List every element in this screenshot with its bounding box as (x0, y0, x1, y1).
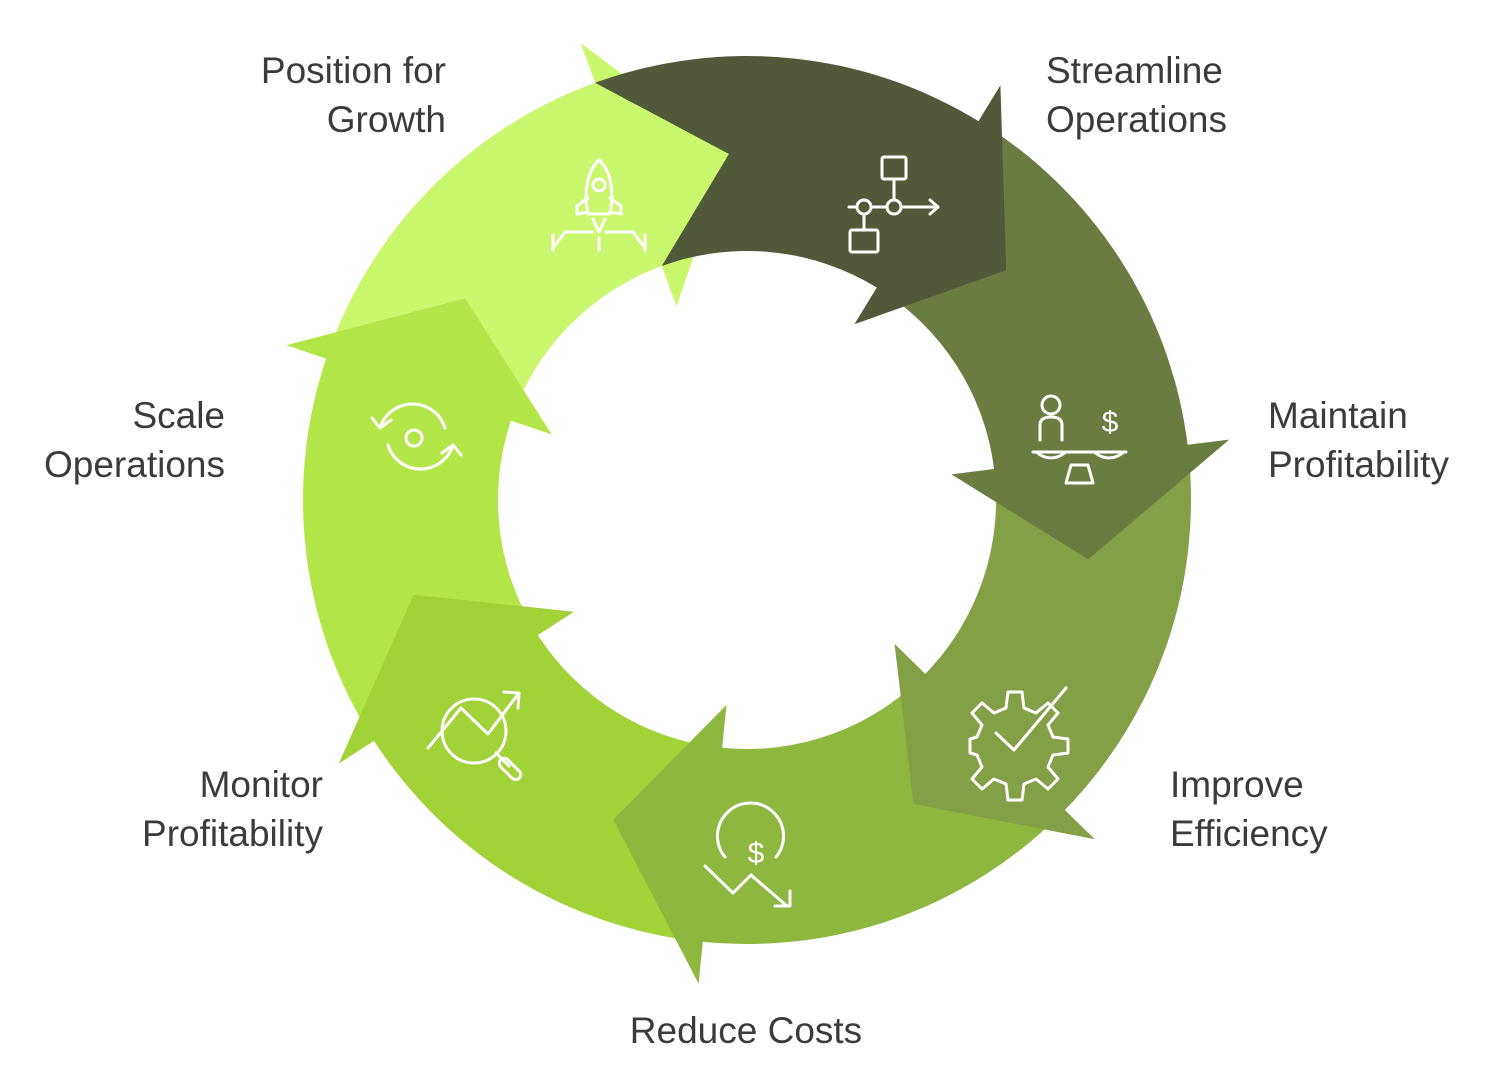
rocket-icon (551, 158, 647, 252)
cycle-arrow-streamline (595, 55, 1007, 325)
label-line: Growth (326, 99, 446, 140)
label-line: Operations (44, 444, 225, 485)
balance-scale-icon: $ (1031, 394, 1128, 485)
label-line: Maintain (1268, 395, 1408, 436)
cycle-arrow-scale (286, 298, 552, 741)
label-line: Scale (132, 395, 225, 436)
cycle-arrow-maintain (876, 121, 1230, 560)
step-label-position-for-growth: Position for Growth (261, 46, 446, 144)
label-line: Improve (1170, 764, 1304, 805)
trend-search-icon (426, 690, 523, 782)
label-line: Operations (1046, 99, 1227, 140)
label-line: Reduce Costs (629, 1010, 863, 1051)
label-line: Position for (260, 50, 446, 91)
label-line: Streamline (1046, 50, 1223, 91)
dollar-sign: $ (1102, 406, 1119, 439)
cycle-arrow-segments (286, 43, 1230, 984)
label-line: Efficiency (1170, 813, 1328, 854)
workflow-icon (847, 155, 940, 254)
refresh-cycle-icon (370, 402, 463, 471)
cycle-arrow-reduce (613, 673, 1065, 984)
cycle-arrow-monitor (338, 594, 723, 942)
gear-check-icon (968, 686, 1070, 802)
dollar-sign: $ (748, 837, 765, 870)
label-line: Profitability (1268, 444, 1449, 485)
step-label-reduce-costs: Reduce Costs (596, 1006, 896, 1055)
dollar-decrease-icon: $ (703, 801, 792, 908)
step-label-improve-efficiency: Improve Efficiency (1170, 760, 1328, 858)
cycle-arrow-position (326, 43, 729, 421)
step-label-streamline-operations: Streamline Operations (1046, 46, 1227, 144)
step-label-scale-operations: Scale Operations (44, 391, 225, 489)
step-label-monitor-profitability: Monitor Profitability (142, 760, 323, 858)
label-line: Monitor (199, 764, 323, 805)
step-label-maintain-profitability: Maintain Profitability (1268, 391, 1449, 489)
label-line: Profitability (142, 813, 323, 854)
